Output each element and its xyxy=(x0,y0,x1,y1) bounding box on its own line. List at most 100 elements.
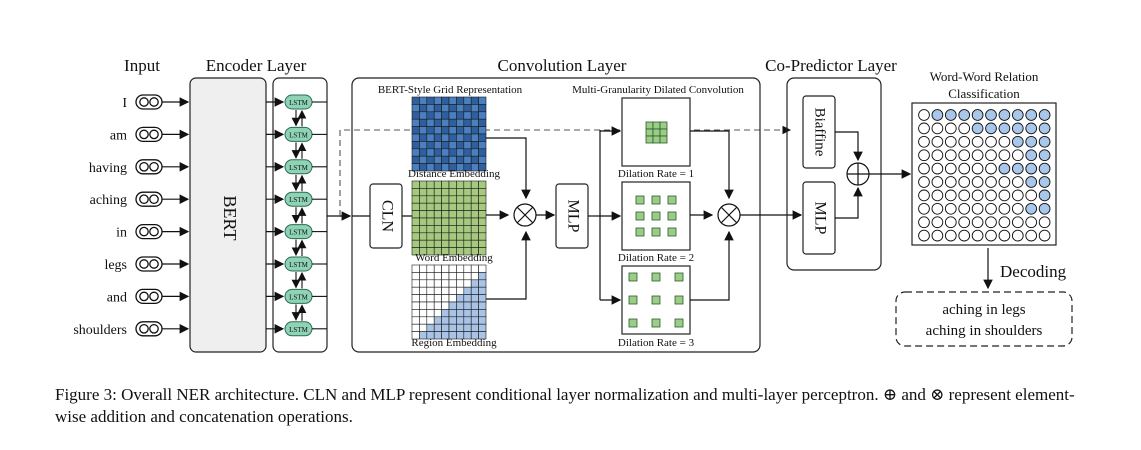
grid-cell xyxy=(478,232,487,241)
grid-cell xyxy=(411,118,420,127)
kernel-cell xyxy=(651,318,661,328)
grid-cell xyxy=(441,195,450,204)
grid-cell xyxy=(411,286,420,295)
grid-cell xyxy=(441,279,450,288)
region-to-concat-arrow xyxy=(486,230,531,300)
grid-cell xyxy=(419,301,428,310)
relation-cell xyxy=(998,135,1011,148)
grid-cell xyxy=(448,272,457,281)
grid-cell xyxy=(456,272,465,281)
grid-cell xyxy=(456,104,465,113)
grid-cell xyxy=(426,180,435,189)
input-word: am xyxy=(110,128,127,143)
grid-cell xyxy=(478,331,487,340)
grid-cell xyxy=(463,210,472,219)
grid-cell xyxy=(448,104,457,113)
grid-cell xyxy=(463,141,472,150)
grid-cell xyxy=(433,195,442,204)
grid-cell xyxy=(470,118,479,127)
grid-cell xyxy=(419,96,428,105)
lstm-cell-label: LSTM xyxy=(289,293,308,301)
grid-cell xyxy=(411,210,420,219)
dilation-3-box xyxy=(621,265,691,335)
grid-cell xyxy=(441,96,450,105)
grid-cell xyxy=(470,141,479,150)
relation-cell xyxy=(985,202,997,215)
decoded-entity-1: aching in legs xyxy=(942,302,1025,318)
grid-cell xyxy=(478,96,487,105)
grid-cell xyxy=(470,126,479,135)
relation-cell xyxy=(931,202,944,215)
grid-cell xyxy=(456,217,465,226)
grid-cell xyxy=(470,239,479,248)
relation-cell xyxy=(998,189,1011,202)
grid-cell xyxy=(441,316,450,325)
lstm-cell-label: LSTM xyxy=(289,196,308,204)
section-convolution-title: Convolution Layer xyxy=(498,56,627,75)
relation-cell xyxy=(918,176,930,188)
grid-cell xyxy=(463,294,472,303)
grid-cell xyxy=(433,111,442,120)
grid-cell xyxy=(448,141,457,150)
input-word: aching xyxy=(90,193,127,208)
distance-embedding-label: Distance Embedding xyxy=(408,168,500,180)
grid-cell xyxy=(456,279,465,288)
relation-cell xyxy=(1038,216,1051,229)
grid-cell xyxy=(478,323,487,332)
grid-cell xyxy=(478,126,487,135)
grid-cell xyxy=(433,188,442,197)
grid-cell xyxy=(419,195,428,204)
decoding-label: Decoding xyxy=(1000,262,1067,281)
relation-cell xyxy=(971,162,984,175)
relation-cell xyxy=(918,149,930,162)
grid-cell xyxy=(463,118,472,127)
relation-cell xyxy=(1038,109,1051,121)
grid-cell xyxy=(456,323,465,332)
grid-cell xyxy=(426,148,435,157)
relation-cell xyxy=(944,202,957,215)
grid-cell xyxy=(456,301,465,310)
kernel-cell xyxy=(635,211,645,221)
kernel-cell xyxy=(628,295,638,305)
grid-cell xyxy=(411,309,420,318)
kernel-cell xyxy=(645,128,654,137)
relation-cell xyxy=(944,229,957,242)
grid-cell xyxy=(426,301,435,310)
grid-cell xyxy=(411,301,420,310)
grid-cell xyxy=(419,148,428,157)
grid-cell xyxy=(419,188,428,197)
relation-cell xyxy=(1025,135,1038,148)
grid-cell xyxy=(456,111,465,120)
grid-cell xyxy=(478,301,487,310)
grid-cell xyxy=(411,155,420,164)
grid-cell xyxy=(456,316,465,325)
grid-cell xyxy=(463,309,472,318)
grid-cell xyxy=(426,126,435,135)
grid-cell xyxy=(478,104,487,113)
grid-cell xyxy=(448,148,457,157)
relation-cell xyxy=(931,109,944,121)
grid-cell xyxy=(426,96,435,105)
grid-cell xyxy=(448,96,457,105)
grid-cell xyxy=(433,141,442,150)
grid-cell xyxy=(426,309,435,318)
relation-cell xyxy=(1025,202,1038,215)
grid-cell xyxy=(478,239,487,248)
bert-label: BERT xyxy=(220,196,240,241)
grid-cell xyxy=(419,264,428,273)
grid-cell xyxy=(470,111,479,120)
dilated-conv-label: Multi-Granularity Dilated Convolution xyxy=(572,84,744,96)
grid-cell xyxy=(456,118,465,127)
relation-cell xyxy=(931,135,944,148)
grid-cell xyxy=(426,232,435,241)
grid-cell xyxy=(419,225,428,234)
grid-cell xyxy=(448,188,457,197)
grid-cell xyxy=(456,155,465,164)
grid-cell xyxy=(470,264,479,273)
grid-cell xyxy=(470,96,479,105)
grid-cell xyxy=(463,323,472,332)
grid-cell xyxy=(448,118,457,127)
relation-cell xyxy=(1038,162,1051,175)
grid-cell xyxy=(426,210,435,219)
grid-cell xyxy=(456,264,465,273)
